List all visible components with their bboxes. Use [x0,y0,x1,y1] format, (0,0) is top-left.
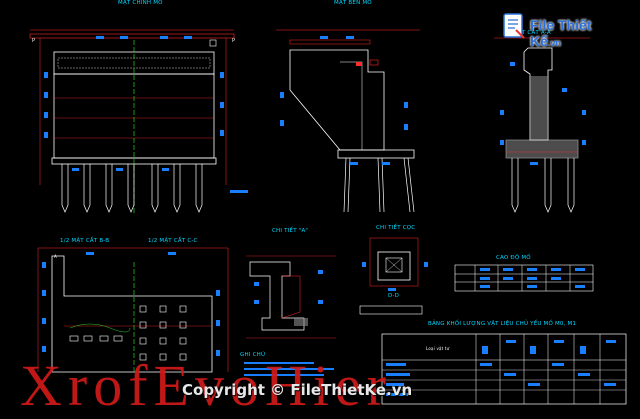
section-aa-title: MẶT CẮT A-A [513,30,551,36]
detail-a-drawing [246,255,336,339]
logo-domain: .vn [547,38,561,48]
logo-text: File Thiết Kế.vn [530,17,618,49]
svg-text:A: A [54,254,57,259]
detail-a-title: CHI TIẾT "A" [272,228,309,234]
brand-logo: File Thiết Kế.vn [500,12,618,49]
detail-dd-title: D-D [388,293,400,299]
elevation-table-drawing [454,264,594,292]
svg-text:P: P [32,38,35,44]
copyright-text: Copyright © FileThietKe.vn [182,381,413,399]
materials-table-title: BẢNG KHỐI LƯỢNG VẬT LIỆU CHỦ YẾU MỐ M0, … [428,321,577,327]
section-cc-title: 1/2 MẶT CẮT C-C [148,238,198,244]
detail-pile-title: CHI TIẾT CỌC [376,225,416,231]
notes-block [244,362,334,376]
elevation-table-title: CAO ĐỘ MỐ [496,255,531,261]
front-view-drawing: P P [29,29,248,215]
section-aa-drawing [494,37,590,213]
materials-first-col-header: Loại vật tư [426,346,450,351]
front-view-title: MẶT CHÍNH MỐ [118,0,163,6]
materials-table-drawing [381,333,627,405]
notes-title: GHI CHÚ [240,352,266,358]
logo-icon [503,13,525,39]
section-bb-title: 1/2 MẶT CẮT B-B [60,238,110,244]
logo-name: File Thiết Kế [530,17,592,49]
side-view-title: MẶT BÊN MỐ [334,0,372,6]
side-view-drawing [276,29,420,213]
svg-text:P: P [232,38,235,44]
watermark-text: XrofEvoHier [20,353,393,418]
section-bb-cc-drawing: A [37,247,229,373]
detail-pile-drawing [359,237,428,315]
